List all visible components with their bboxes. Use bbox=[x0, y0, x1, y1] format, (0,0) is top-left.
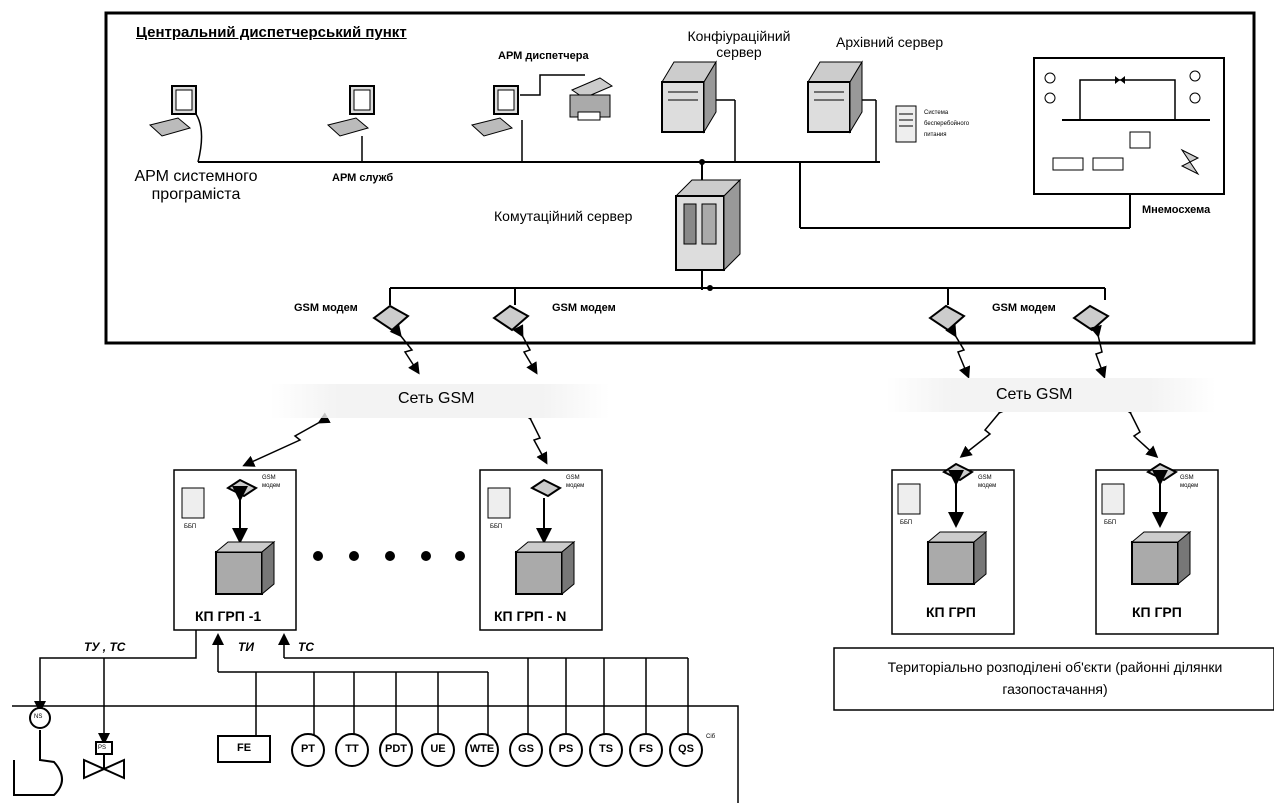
station-ups-label: ББП bbox=[900, 520, 913, 526]
switch-server-label: Комутаційний сервер bbox=[494, 208, 633, 224]
instrument-pdt: PDT bbox=[385, 743, 407, 755]
control-center-frame bbox=[104, 11, 1256, 345]
station-hardware bbox=[181, 462, 1192, 596]
gsm-modem-label-3: GSM модем bbox=[992, 302, 1056, 314]
gsm-cloud-right bbox=[886, 378, 1216, 412]
instrument-pt: PT bbox=[300, 743, 316, 755]
pump-label: NS bbox=[34, 714, 43, 720]
workstation-services-icon bbox=[326, 85, 375, 162]
config-server-icon bbox=[661, 60, 736, 162]
signal-ti: ТИ bbox=[238, 640, 254, 654]
station-modem-label: GSM модем bbox=[262, 475, 281, 489]
ups-icon bbox=[895, 105, 917, 143]
station-ups-label: ББП bbox=[490, 524, 503, 530]
arm-dispatcher-label: АРМ диспетчера bbox=[498, 50, 589, 62]
mnemoscheme-panel bbox=[1033, 57, 1225, 195]
config-server-label: Конфіураційний сервер bbox=[687, 28, 791, 60]
gsm-cloud-left bbox=[270, 384, 610, 418]
instrument-fs: FS bbox=[638, 743, 654, 755]
printer-icon bbox=[569, 77, 614, 121]
ellipsis-dots bbox=[313, 551, 465, 561]
cable-label: Сіб bbox=[706, 734, 716, 740]
ups-label: Система бесперебойного питания bbox=[924, 110, 970, 138]
gsm-modem-label-1: GSM модем bbox=[294, 302, 358, 314]
station-modem-label: GSM модем bbox=[566, 475, 585, 489]
archive-server-label: Архівний сервер bbox=[836, 34, 944, 50]
archive-server-icon bbox=[807, 60, 877, 162]
pump-icon bbox=[13, 707, 63, 796]
field-wiring bbox=[12, 630, 739, 803]
switch-server-icon bbox=[674, 178, 742, 272]
territory-note: Територіально розподілені об'єкти (район… bbox=[887, 659, 1223, 697]
instrument-wte: WTE bbox=[469, 743, 495, 755]
station-name: КП ГРП - N bbox=[494, 608, 567, 624]
wireless-link bbox=[242, 324, 1159, 467]
instrument-tt: TT bbox=[345, 743, 359, 755]
valve-icon bbox=[83, 741, 125, 780]
valve-label: PS bbox=[98, 745, 107, 751]
instrument-ps: PS bbox=[558, 743, 574, 755]
mnemo-label: Мнемосхема bbox=[1142, 204, 1211, 216]
gsm-modem-icon bbox=[372, 304, 1110, 332]
gsm-network-right-label: Сеть GSM bbox=[996, 386, 1073, 403]
station-name: КП ГРП bbox=[926, 604, 976, 620]
instrument-ue: UE bbox=[430, 743, 446, 755]
station-modem-label: GSM модем bbox=[1180, 475, 1199, 489]
gsm-modem-label-2: GSM модем bbox=[552, 302, 616, 314]
arm-services-label: АРМ служб bbox=[332, 172, 394, 184]
station-name: КП ГРП -1 bbox=[195, 608, 262, 624]
workstation-programmer-icon bbox=[148, 85, 203, 163]
instrument-symbols bbox=[217, 733, 703, 767]
instrument-fe: FE bbox=[236, 742, 252, 754]
signal-ts: ТС bbox=[298, 640, 314, 654]
station-modem-label: GSM модем bbox=[978, 475, 997, 489]
control-center-title: Центральний диспетчерський пункт bbox=[136, 24, 407, 41]
workstation-dispatcher-icon bbox=[470, 74, 585, 162]
station-ups-label: ББП bbox=[184, 524, 197, 530]
gsm-network-left-label: Сеть GSM bbox=[398, 390, 475, 407]
station-name: КП ГРП bbox=[1132, 604, 1182, 620]
station-ups-label: ББП bbox=[1104, 520, 1117, 526]
instrument-qs: QS bbox=[678, 743, 694, 755]
instrument-ts: TS bbox=[598, 743, 614, 755]
signal-tu-ts: ТУ , ТС bbox=[84, 640, 126, 654]
instrument-gs: GS bbox=[518, 743, 534, 755]
arm-programmer-label: АРМ системного програміста bbox=[134, 168, 258, 203]
